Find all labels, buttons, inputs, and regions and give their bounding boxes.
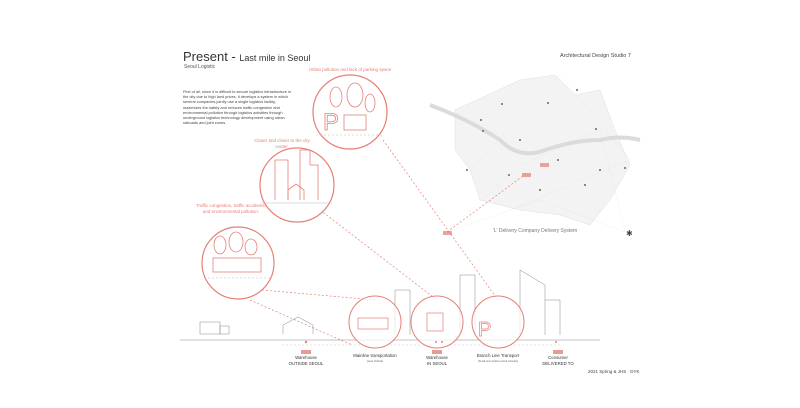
stage-branch-line: Branch Line Transport(Small and medium-s… [476, 353, 520, 363]
seoul-map: ✱ [429, 74, 641, 238]
description-text: First of all, since it is difficult to s… [183, 89, 292, 126]
svg-text:P: P [478, 319, 491, 341]
page-title: Present - Last mile in Seoul [183, 49, 311, 64]
callout-label-city-center: Closer and closer to the city center. [254, 138, 310, 149]
stage-tag [301, 350, 311, 354]
studio-label: Architectural Design Studio 7 [560, 53, 631, 59]
stage-tag [553, 350, 563, 354]
callout-label-traffic: Traffic congestion, traffic accidents, a… [195, 203, 267, 214]
svg-text:P: P [323, 109, 339, 136]
page-subtitle: Seoul Logistic [184, 64, 216, 70]
stage-tag [432, 350, 442, 354]
stage-mainline: Mainline transportation(Less Vehicle) [353, 353, 397, 363]
credit-text: 2021 Spring & JHS · DYK [588, 369, 640, 374]
callout-label-urban-pollution: Urban pollution and lack of parking spac… [308, 67, 392, 72]
svg-text:✱: ✱ [626, 229, 633, 238]
connector-lines [249, 139, 560, 346]
stage-circles [348, 295, 525, 349]
map-caption: 'L' Delivery Company Delivery System [492, 228, 578, 234]
